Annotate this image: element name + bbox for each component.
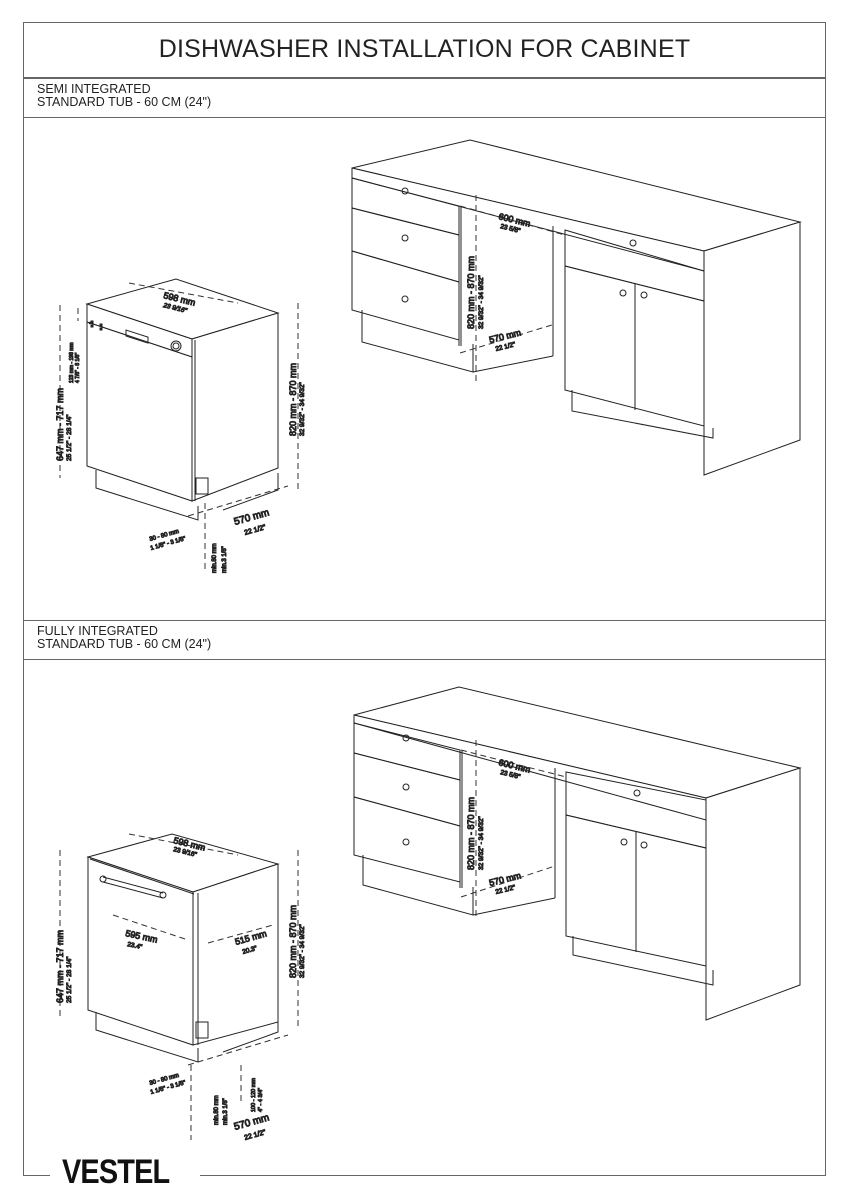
dim-panel-height-in: 25 1/2" - 28 1/4" xyxy=(66,414,73,461)
dim-min-clearance-in: min.3 1/8" xyxy=(223,1098,229,1125)
logo-gap xyxy=(50,1165,200,1185)
dim-min-clearance-mm: min.80 mm xyxy=(212,543,218,573)
semi-cabinet-run xyxy=(351,139,802,476)
fully-integrated-drawing: 598 mm 23 9/16" 647 mm - 717 mm 25 1/2" … xyxy=(23,660,826,1160)
section-subtitle: STANDARD TUB - 60 CM (24") xyxy=(37,95,212,109)
semi-integrated-drawing: 598 mm 23 9/16" 647 mm - 717 mm 25 1/2" … xyxy=(23,118,826,620)
dim-plinth-depth-in: 4" - 4 3/4" xyxy=(258,1088,264,1112)
cab-height-in: 32 9/32" - 34 9/32" xyxy=(478,275,485,329)
cab-depth-mm: 570 mm xyxy=(488,327,522,345)
cab-height-mm: 820 mm - 870 mm xyxy=(466,256,476,329)
section-header-fully-integrated: FULLY INTEGRATED STANDARD TUB - 60 CM (2… xyxy=(23,620,826,660)
dim-total-height-mm: 820 mm - 870 mm xyxy=(288,905,298,978)
semi-cabinet-dimension-lines xyxy=(459,195,566,381)
dim-control-height-in: 4 7/8" - 8 1/8" xyxy=(75,353,81,383)
page-frame xyxy=(23,22,826,1176)
dim-total-height-mm: 820 mm - 870 mm xyxy=(288,363,298,436)
section-type: FULLY INTEGRATED xyxy=(37,624,158,638)
fully-appliance-dimension-lines xyxy=(59,833,299,1140)
section-header-semi-integrated: SEMI INTEGRATED STANDARD TUB - 60 CM (24… xyxy=(23,78,826,118)
page-title: DISHWASHER INSTALLATION FOR CABINET xyxy=(23,22,826,78)
semi-appliance-dimension-lines xyxy=(59,282,299,573)
dim-min-clearance-mm: min.80 mm xyxy=(214,1095,220,1125)
dim-panel-height-in: 25 1/2" - 28 1/4" xyxy=(66,956,73,1003)
section-type: SEMI INTEGRATED xyxy=(37,82,151,96)
cab-height-in: 32 9/32" - 34 9/32" xyxy=(478,816,485,870)
cab-depth-mm: 570 mm xyxy=(488,870,522,888)
fully-cabinet-dimension-lines xyxy=(460,740,567,920)
dim-min-clearance-in: min.3 1/8" xyxy=(222,546,228,573)
dim-depth-in: 22 1/2" xyxy=(244,1129,268,1142)
fully-integrated-appliance xyxy=(86,833,280,1063)
semi-integrated-appliance xyxy=(85,278,280,521)
fully-cabinet-run xyxy=(353,686,802,1021)
cab-height-mm: 820 mm - 870 mm xyxy=(466,797,476,870)
dim-depth-in: 22 1/2" xyxy=(244,524,268,537)
dim-total-height-in: 32 9/32" - 34 9/32" xyxy=(299,382,306,436)
dim-panel-height-mm: 647 mm - 717 mm xyxy=(55,930,65,1003)
brand-logo: VESTEL xyxy=(62,1153,170,1191)
dim-plinth-depth-mm: 100 - 120 mm xyxy=(251,1078,257,1112)
dim-control-height-mm: 123 mm - 198 mm xyxy=(69,342,75,383)
dim-panel-height-mm: 647 mm - 717 mm xyxy=(55,388,65,461)
dim-total-height-in: 32 9/32" - 34 9/32" xyxy=(299,924,306,978)
dim-door-width-in: 23.4" xyxy=(127,941,144,951)
section-subtitle: STANDARD TUB - 60 CM (24") xyxy=(37,637,212,651)
